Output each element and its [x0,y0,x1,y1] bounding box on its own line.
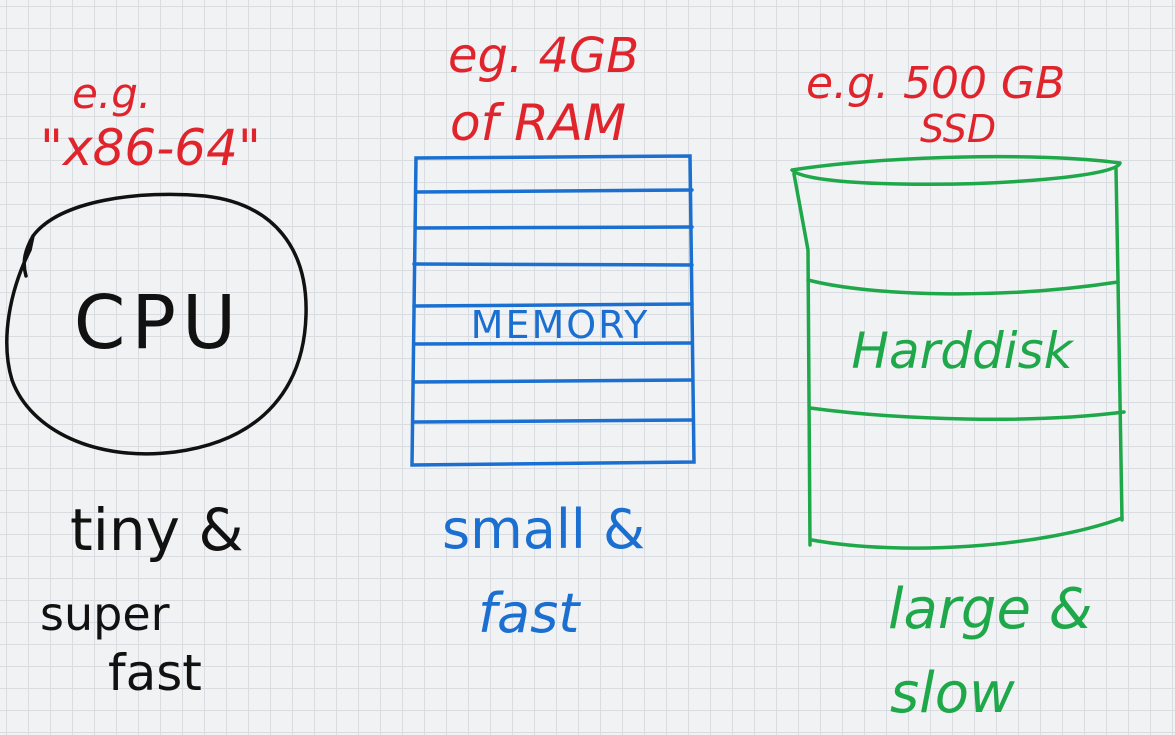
cpu-caption-line1: tiny & [70,496,244,564]
disk-top-ellipse [790,154,1122,186]
memory-row-line [414,188,694,194]
cpu-example-line2: "x86-64" [40,119,261,177]
cpu-blob-tail [22,234,35,278]
cpu-example-line1: e.g. [72,69,151,118]
disk-example-line2: SSD [920,107,996,151]
disk-band-2 [808,406,1126,421]
memory-row-line [412,378,694,384]
memory-caption-line2: fast [478,582,581,645]
disk-label: Harddisk [851,322,1074,380]
disk-left-side [792,172,812,547]
disk-right-side [1114,166,1124,522]
cpu-caption-line3: fast [108,644,202,702]
memory-example-line2: of RAM [450,94,626,152]
memory-row-line [412,341,694,346]
disk-cylinder [790,154,1126,550]
memory-outline [410,154,696,467]
memory-row-line [414,225,694,230]
disk-bottom [810,516,1124,550]
memory-row-line [412,302,694,308]
memory-stack [410,154,696,467]
cpu-label: CPU [74,280,242,366]
cpu-group [5,192,308,456]
cpu-caption-line2: super [40,587,170,641]
memory-row-line [412,262,694,267]
disk-band-1 [806,278,1120,296]
disk-caption-line2: slow [890,661,1015,726]
memory-example-line1: eg. 4GB [448,28,639,84]
memory-row-line [412,418,694,424]
disk-caption-line1: large & [888,577,1092,642]
disk-example-line1: e.g. 500 GB [806,58,1065,109]
cpu-blob [5,192,308,456]
memory-label: MEMORY [471,303,650,347]
memory-caption-line1: small & [442,498,645,561]
